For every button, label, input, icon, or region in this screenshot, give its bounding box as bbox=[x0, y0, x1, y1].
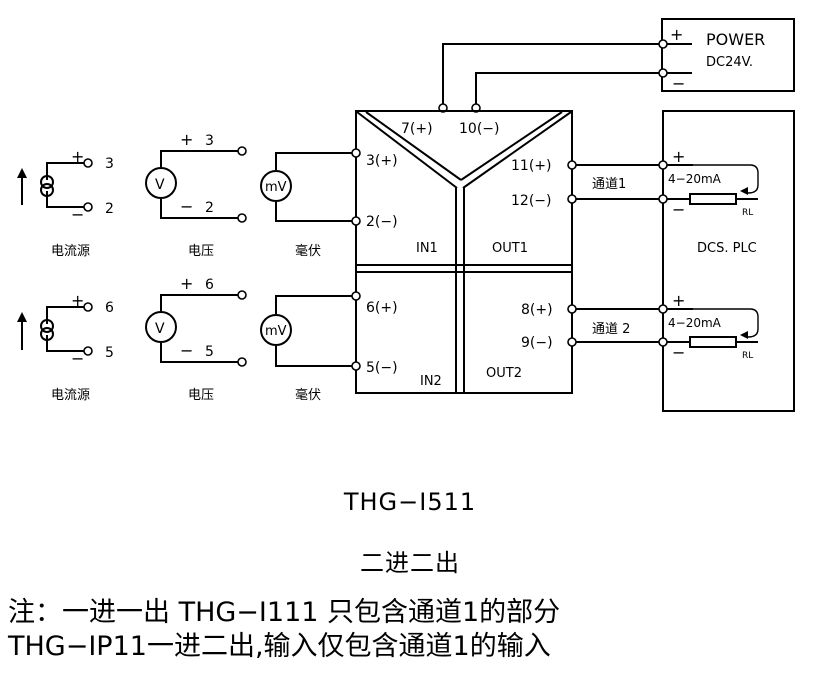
svg-text:V: V bbox=[155, 321, 165, 337]
rl-resistor-2 bbox=[689, 336, 737, 348]
svg-text:5: 5 bbox=[205, 344, 214, 360]
current-arrow-1 bbox=[693, 164, 759, 194]
current-source-label-2: 电流源 bbox=[51, 388, 90, 403]
dcs-ch1-minus: − bbox=[672, 200, 685, 219]
terminal-12 bbox=[567, 194, 577, 204]
voltmeter-icon-1 bbox=[145, 167, 177, 199]
svg-text:−: − bbox=[180, 197, 193, 216]
svg-text:6: 6 bbox=[205, 277, 214, 293]
power-wire-plus bbox=[442, 43, 659, 104]
millivolt-icon-1 bbox=[260, 170, 292, 202]
terminal-11-label: 11(+) bbox=[511, 158, 551, 174]
note-line-1: 注：一进一出 THG−I111 只包含通道1的部分 bbox=[8, 597, 561, 628]
terminal-8 bbox=[567, 304, 577, 314]
terminal-5-label: 5(−) bbox=[366, 360, 398, 376]
terminal-5 bbox=[351, 361, 361, 371]
voltage-source-label-2: 电压 bbox=[188, 388, 214, 403]
current-source-icon-1 bbox=[40, 175, 54, 189]
terminal-3-label: 3(+) bbox=[366, 153, 398, 169]
svg-text:5: 5 bbox=[105, 345, 114, 361]
svg-text:−: − bbox=[71, 349, 84, 368]
svg-text:V: V bbox=[155, 177, 165, 193]
voltage-source-2: V + 6 − 5 电压 bbox=[145, 274, 247, 403]
isolator-module: 7(+) 10(−) 3(+) 2(−) IN1 OUT1 11(+) 12(−… bbox=[351, 110, 577, 394]
dcs-ch2-plus: + bbox=[672, 291, 685, 310]
power-supply: + − POWER DC24V. bbox=[658, 18, 795, 93]
terminal-9 bbox=[567, 337, 577, 347]
power-title: POWER bbox=[706, 30, 765, 49]
terminal-10-label: 10(−) bbox=[459, 121, 499, 137]
terminal-3 bbox=[351, 148, 361, 158]
svg-text:−: − bbox=[71, 205, 84, 224]
rl-resistor-1 bbox=[689, 193, 737, 205]
dcs-ch1-minus-terminal bbox=[658, 194, 668, 204]
dcs-box bbox=[662, 110, 795, 412]
in2-label: IN2 bbox=[420, 374, 442, 389]
terminal-6 bbox=[351, 291, 361, 301]
svg-text:3: 3 bbox=[205, 133, 214, 149]
out1-label: OUT1 bbox=[492, 241, 528, 256]
millivolt-icon-2 bbox=[260, 314, 292, 346]
voltage-source-label-1: 电压 bbox=[188, 244, 214, 259]
in1-label: IN1 bbox=[416, 241, 438, 256]
svg-text:mV: mV bbox=[265, 180, 287, 195]
svg-text:+: + bbox=[180, 130, 193, 149]
svg-text:6: 6 bbox=[105, 300, 114, 316]
power-voltage: DC24V. bbox=[706, 55, 753, 70]
current-arrow-2 bbox=[693, 308, 759, 338]
dcs-ch1-plus-terminal bbox=[658, 160, 668, 170]
power-minus: − bbox=[672, 74, 685, 93]
millivolt-label-2: 毫伏 bbox=[295, 387, 321, 403]
current-source-label-1: 电流源 bbox=[51, 244, 90, 259]
dcs-ch2-current: 4−20mA bbox=[668, 316, 722, 330]
voltage-source-1: V + 3 − 2 电压 bbox=[145, 130, 247, 259]
power-minus-terminal bbox=[658, 68, 668, 78]
current-source-2: + − 6 5 电流源 bbox=[17, 291, 114, 403]
svg-text:+: + bbox=[71, 147, 84, 166]
millivolt-source-1: mV 毫伏 bbox=[260, 152, 352, 259]
terminal-7-label: 7(+) bbox=[401, 121, 433, 137]
dcs-ch2-minus: − bbox=[672, 343, 685, 362]
dcs-ch1-rl: RL bbox=[742, 208, 753, 218]
terminal-2-label: 2(−) bbox=[366, 214, 398, 230]
dcs-plc: DCS. PLC + − 4−20mA RL + − 4−20mA RL bbox=[658, 110, 795, 412]
terminal-9-label: 9(−) bbox=[521, 335, 553, 351]
dcs-title: DCS. PLC bbox=[697, 241, 757, 256]
svg-text:+: + bbox=[180, 274, 193, 293]
svg-text:2: 2 bbox=[105, 201, 114, 217]
voltmeter-icon-2 bbox=[145, 311, 177, 343]
power-plus: + bbox=[670, 25, 683, 44]
channel-2-label: 通道 2 bbox=[592, 322, 630, 337]
terminal-12-label: 12(−) bbox=[511, 193, 551, 209]
dcs-ch2-rl: RL bbox=[742, 351, 753, 361]
millivolt-label-1: 毫伏 bbox=[295, 243, 321, 259]
terminal-8-label: 8(+) bbox=[521, 302, 553, 318]
io-mode: 二进二出 bbox=[360, 549, 460, 577]
current-source-icon-2 bbox=[40, 319, 54, 333]
power-wire-minus bbox=[475, 72, 659, 104]
svg-text:3: 3 bbox=[105, 156, 114, 172]
power-plus-terminal bbox=[658, 39, 668, 49]
wiring-diagram: + − POWER DC24V. 7(+) 10(−) 3(+) 2(−) IN… bbox=[17, 18, 795, 412]
model-number: THG−I511 bbox=[343, 488, 477, 516]
svg-text:2: 2 bbox=[205, 200, 214, 216]
channel-1-label: 通道1 bbox=[592, 177, 626, 192]
millivolt-source-2: mV 毫伏 bbox=[260, 295, 352, 403]
dcs-ch1-current: 4−20mA bbox=[668, 172, 722, 186]
note-line-2: THG−IP11一进二出,输入仅包含通道1的输入 bbox=[8, 631, 551, 662]
dcs-ch2-minus-terminal bbox=[658, 337, 668, 347]
power-box bbox=[661, 18, 795, 92]
svg-text:mV: mV bbox=[265, 324, 287, 339]
svg-text:+: + bbox=[71, 291, 84, 310]
current-source-1: + − 3 2 电流源 bbox=[17, 147, 114, 259]
svg-text:−: − bbox=[180, 341, 193, 360]
dcs-ch1-plus: + bbox=[672, 147, 685, 166]
terminal-6-label: 6(+) bbox=[366, 300, 398, 316]
terminal-11 bbox=[567, 160, 577, 170]
out2-label: OUT2 bbox=[486, 366, 522, 381]
terminal-2 bbox=[351, 216, 361, 226]
dcs-ch2-plus-terminal bbox=[658, 304, 668, 314]
